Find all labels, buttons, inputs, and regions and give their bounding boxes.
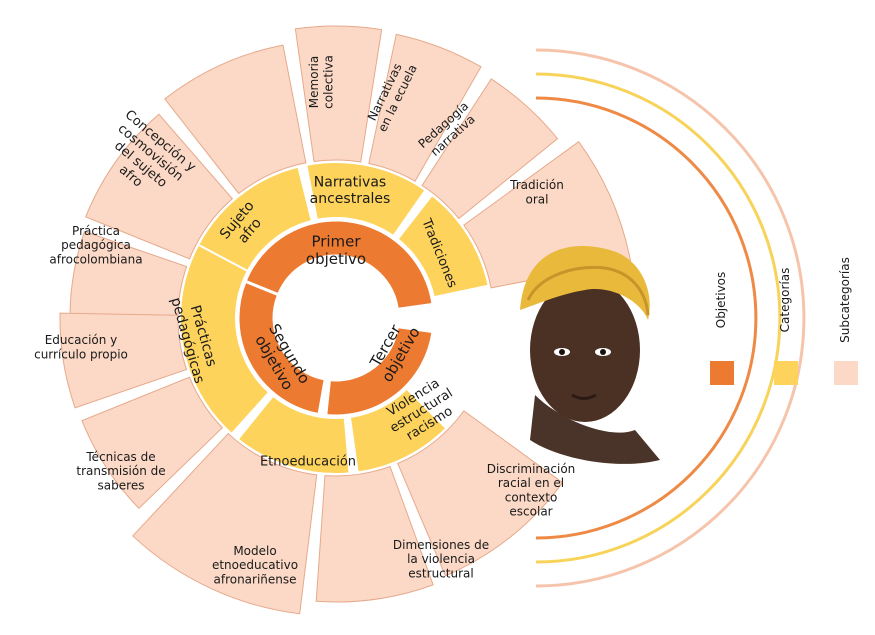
legend-swatch (834, 361, 858, 385)
category-segment (305, 161, 427, 238)
headwrap-fold (526, 265, 650, 316)
legend-swatch (774, 361, 798, 385)
pupil (559, 349, 565, 355)
subcategory-segment (81, 376, 224, 510)
decorative-rings (535, 48, 806, 588)
woman-portrait-illustration (520, 246, 660, 464)
headwrap (520, 246, 650, 320)
ring-arc (535, 48, 806, 588)
category-segment (348, 387, 448, 474)
subcategory-segment (132, 432, 318, 615)
legend-label: Categorías (778, 268, 792, 333)
portrait-neck (530, 395, 660, 464)
ring-arc (535, 72, 782, 564)
center-hole (273, 255, 399, 381)
subcategory-label: Memoriacolectiva (307, 55, 335, 109)
subcategory-segment (164, 44, 307, 195)
category-segment (179, 243, 271, 436)
subcategory-segment (368, 33, 482, 182)
mouth (571, 393, 597, 400)
legend-label: Subcategorías (838, 257, 852, 343)
ring-arc (535, 96, 758, 540)
category-segment (236, 394, 351, 475)
subcategory-segment (85, 113, 234, 260)
subcategory-segment (59, 312, 188, 409)
subcategory-segment (397, 410, 564, 577)
subcategory-segment (294, 25, 383, 163)
subcategory-segment (315, 465, 434, 603)
portrait-face (530, 278, 640, 422)
pupil (600, 349, 606, 355)
category-segment (193, 165, 314, 278)
subcategory-segment (421, 78, 559, 220)
legend-label: Objetivos (714, 272, 728, 329)
legend: Objetivos Categorías Subcategorías (710, 257, 858, 385)
subcategory-segment (69, 230, 188, 319)
category-segment (396, 193, 490, 299)
category-ring (179, 161, 490, 475)
legend-swatch (710, 361, 734, 385)
category-label: Etnoeducación (260, 455, 356, 470)
